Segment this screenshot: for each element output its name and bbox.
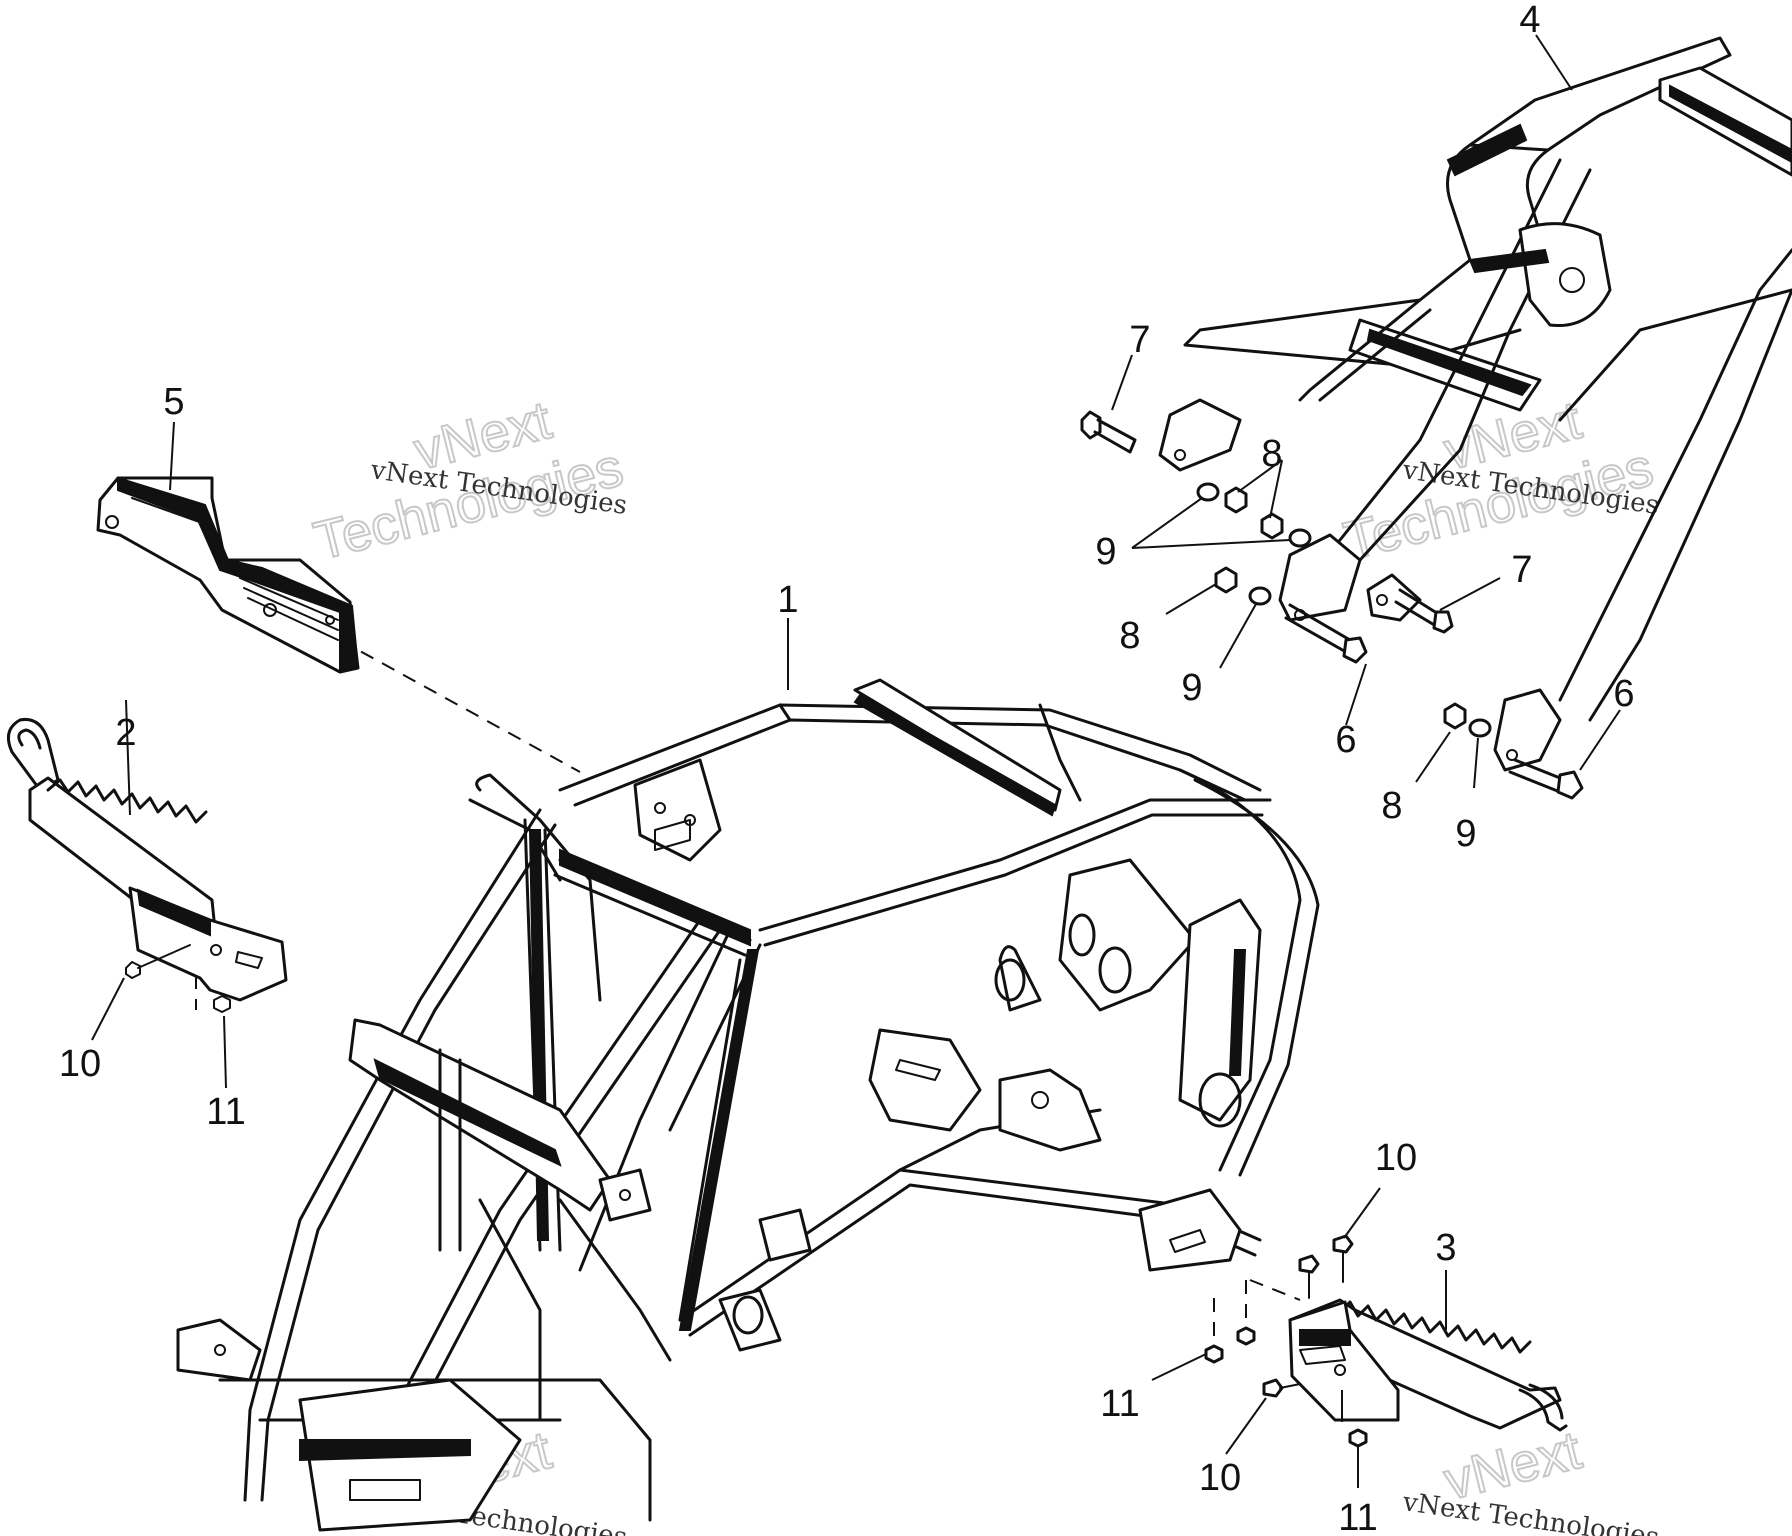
bolt-10-left xyxy=(125,944,191,979)
callout-11b: 11 xyxy=(1100,1383,1139,1425)
heat-shield-guide-line xyxy=(339,639,581,773)
callout-10b: 10 xyxy=(1375,1137,1417,1179)
callout-8b: 8 xyxy=(1119,615,1140,657)
right-footrest-guide-line-3 xyxy=(1249,1279,1301,1301)
heat-shield-part xyxy=(96,476,360,674)
leader-lines xyxy=(91,34,1621,1488)
callout-10c: 10 xyxy=(1199,1457,1241,1499)
callout-8a: 8 xyxy=(1261,433,1282,475)
left-footrest-part xyxy=(6,717,288,1002)
right-footrest-part xyxy=(1288,1298,1568,1432)
main-frame-part xyxy=(176,678,1320,1532)
callout-10a: 10 xyxy=(59,1043,101,1085)
rear-subframe-part xyxy=(1158,36,1792,772)
watermark-br-small: vNext Technologies xyxy=(1400,1487,1661,1536)
bolt-7-upper xyxy=(1080,410,1137,454)
callout-11c: 11 xyxy=(1338,1497,1377,1536)
bolt-6-lower xyxy=(1508,758,1584,800)
callout-2: 2 xyxy=(115,712,136,754)
bolt-6-upper xyxy=(1284,603,1368,664)
nuts-11-right xyxy=(1204,1326,1368,1448)
callout-labels: 1 2 3 4 5 6 6 7 7 8 8 8 9 9 9 10 10 11 1… xyxy=(59,0,1635,1536)
callout-9b: 9 xyxy=(1181,667,1202,709)
bolt-7-lower xyxy=(1394,588,1454,634)
callout-6b: 6 xyxy=(1613,673,1634,715)
callout-9a: 9 xyxy=(1095,531,1116,573)
callout-7b: 7 xyxy=(1511,549,1532,591)
watermark-bottom-right: vNext vNext Technologies xyxy=(1400,1419,1661,1536)
callout-1: 1 xyxy=(777,579,798,621)
washers-and-nuts xyxy=(1196,482,1492,738)
watermark-left: vNext Technologies vNext Technologies xyxy=(307,389,629,573)
callout-8c: 8 xyxy=(1381,785,1402,827)
callout-7a: 7 xyxy=(1129,319,1150,361)
callout-9c: 9 xyxy=(1455,813,1476,855)
callout-5: 5 xyxy=(163,381,184,423)
callout-11a: 11 xyxy=(206,1091,245,1133)
nut-11-left xyxy=(213,995,231,1013)
callout-6a: 6 xyxy=(1335,719,1356,761)
callout-4: 4 xyxy=(1519,0,1540,41)
callout-3: 3 xyxy=(1435,1227,1456,1269)
